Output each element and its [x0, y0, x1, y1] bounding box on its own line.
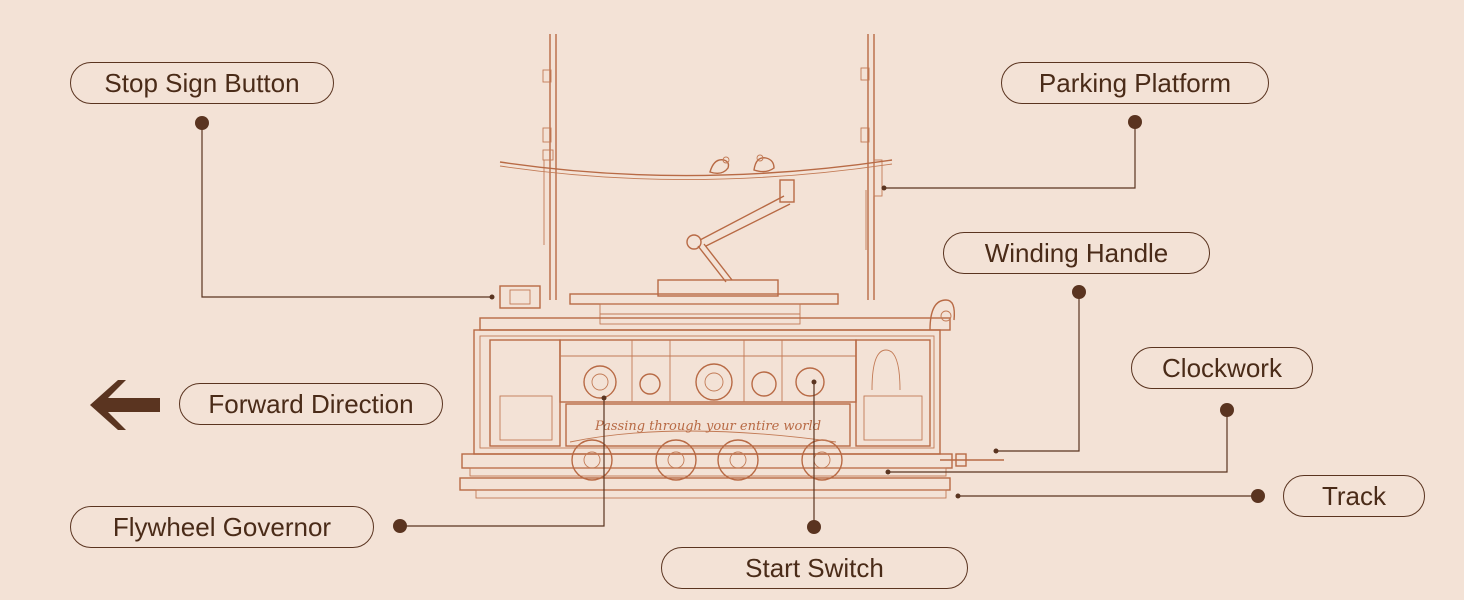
label-stop-sign-button: Stop Sign Button [70, 62, 334, 104]
winding-crank [929, 299, 956, 331]
label-winding-handle: Winding Handle [943, 232, 1210, 274]
left-pole [542, 34, 557, 300]
label-parking-platform: Parking Platform [1001, 62, 1269, 104]
tram-banner-text: Passing through your entire world [594, 419, 821, 434]
track [459, 477, 951, 499]
label-forward-direction: Forward Direction [179, 383, 443, 425]
bird-icon [753, 154, 775, 173]
leader-lines [195, 115, 1265, 534]
tram-body: Passing through your entire world [473, 329, 941, 455]
label-track: Track [1283, 475, 1425, 517]
tram-illustration: Passing through your entire world [459, 34, 1004, 499]
tram-chassis [461, 430, 1004, 481]
label-clockwork: Clockwork [1131, 347, 1313, 389]
bird-icon [709, 156, 730, 175]
label-start-switch: Start Switch [661, 547, 968, 589]
stop-sign-mount [499, 285, 541, 309]
left-arrow-icon [90, 380, 160, 430]
pantograph [686, 179, 795, 283]
label-flywheel-governor: Flywheel Governor [70, 506, 374, 548]
